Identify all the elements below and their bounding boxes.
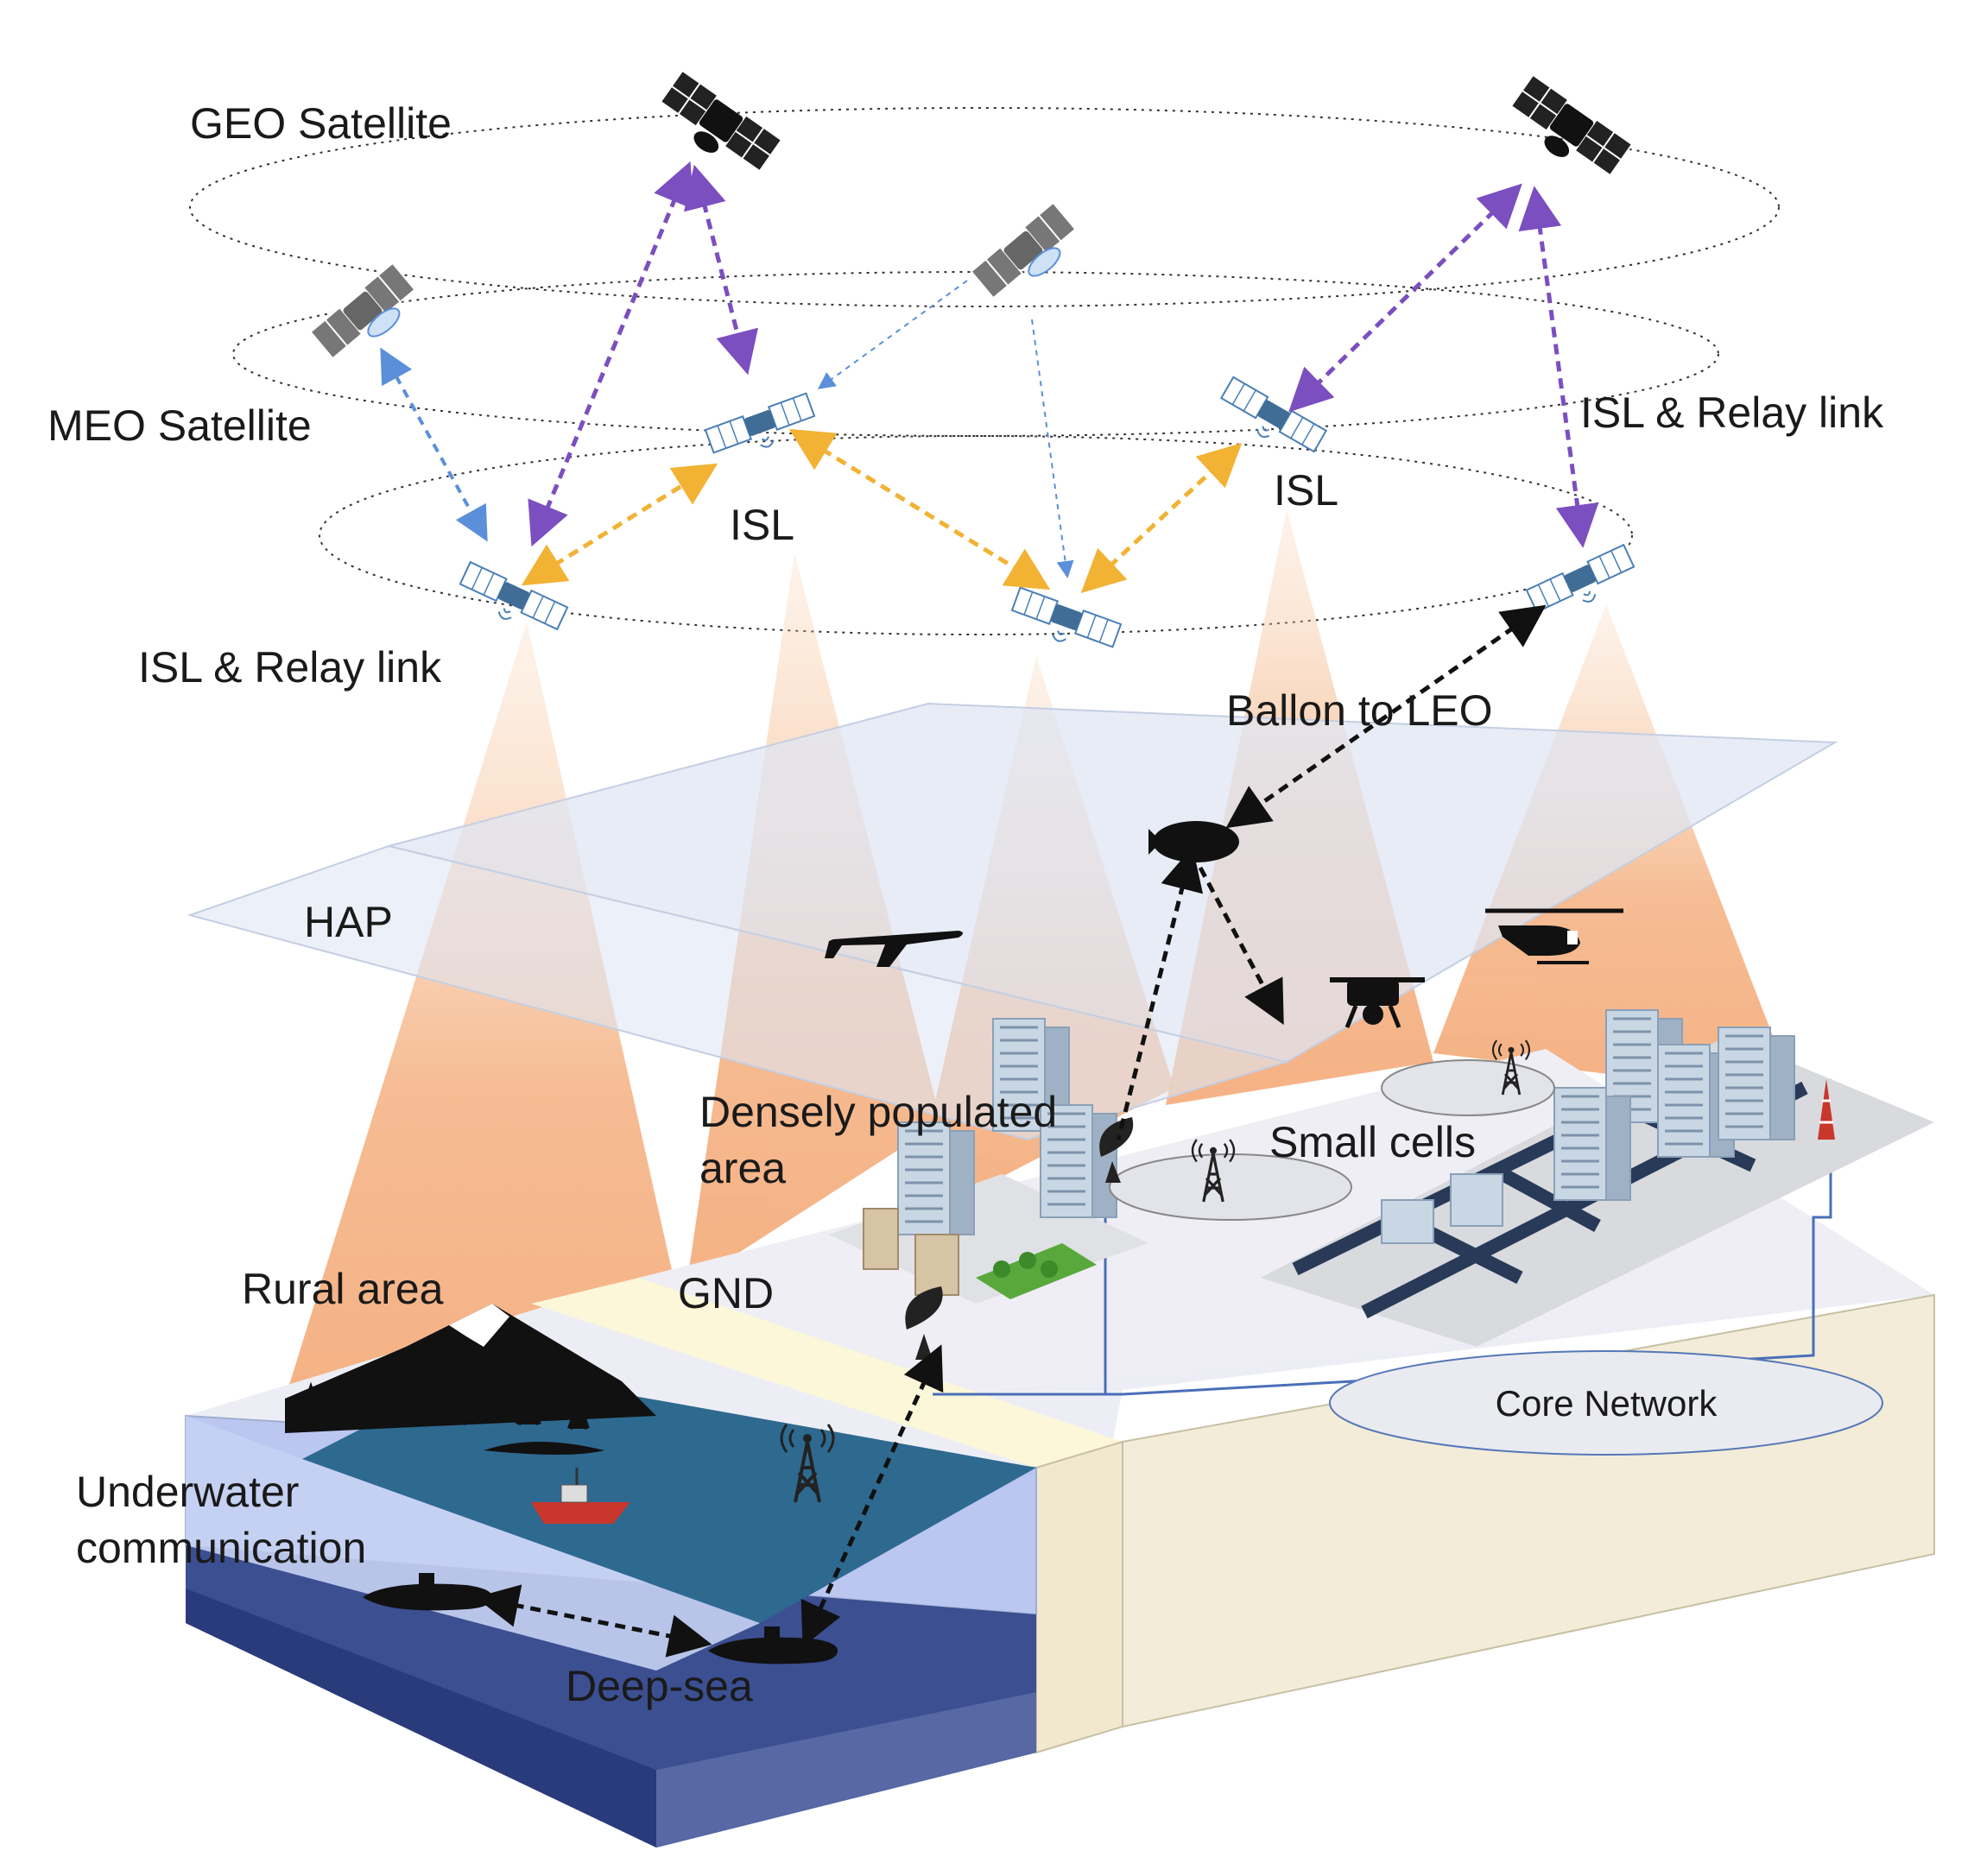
right-city — [1261, 1008, 1934, 1347]
underwater-label-line2: communication — [76, 1524, 366, 1572]
satellite-geo-icon-2 — [1501, 73, 1633, 189]
mountain-icon — [285, 1304, 656, 1455]
isl-label-middle: ISL — [730, 501, 794, 549]
submarine-icon — [363, 1573, 492, 1611]
deep-sea-label: Deep-sea — [566, 1662, 753, 1710]
satellite-meo-icon — [309, 262, 425, 370]
small-cells-label: Small cells — [1269, 1118, 1476, 1166]
meo-satellite-label: MEO Satellite — [47, 401, 312, 450]
satellite-leo-icon — [704, 392, 820, 466]
isl-relay-label-left: ISL & Relay link — [138, 643, 442, 692]
hap-label: HAP — [304, 898, 393, 946]
satellite-geo-icon — [650, 69, 782, 185]
dense-area-label-line2: area — [699, 1144, 786, 1192]
airplane-icon — [825, 931, 963, 967]
isl-relay-label-right: ISL & Relay link — [1580, 388, 1884, 437]
black-links — [475, 604, 1547, 1658]
helicopter-icon — [1485, 908, 1623, 964]
drone-icon — [1330, 977, 1425, 1028]
meo-orbit — [232, 271, 1719, 437]
satellite-meo-icon-2 — [970, 201, 1085, 310]
satellite-leo-icon-2 — [1213, 376, 1327, 464]
core-network-label: Core Network — [1496, 1383, 1718, 1424]
leo-orbit — [319, 435, 1633, 635]
meo-links — [380, 347, 488, 542]
satellite-leo-icon-5 — [1525, 544, 1641, 625]
isl-links — [521, 428, 1243, 594]
balloon-to-leo-label: Ballon to LEO — [1226, 686, 1493, 735]
rural-area-label: Rural area — [242, 1265, 444, 1313]
isl-label-right: ISL — [1274, 466, 1338, 515]
underwater-label-line1: Underwater — [76, 1468, 299, 1516]
dish-antenna-icon-city — [1099, 1117, 1134, 1183]
small-cells — [1109, 1039, 1555, 1221]
dense-area-label-line1: Densely populated — [699, 1088, 1057, 1136]
core-network: Core Network — [933, 1079, 1883, 1456]
satellite-leo-icon-3 — [453, 561, 569, 642]
geo-satellite-label: GEO Satellite — [190, 99, 452, 148]
dense-city — [829, 1017, 1148, 1304]
gnd-label: GND — [678, 1269, 774, 1317]
ship-icon — [531, 1468, 630, 1524]
geo-orbit — [189, 107, 1780, 307]
cell-tower-red-icon — [1818, 1079, 1835, 1140]
satellite-leo-icon-4 — [1006, 586, 1123, 660]
